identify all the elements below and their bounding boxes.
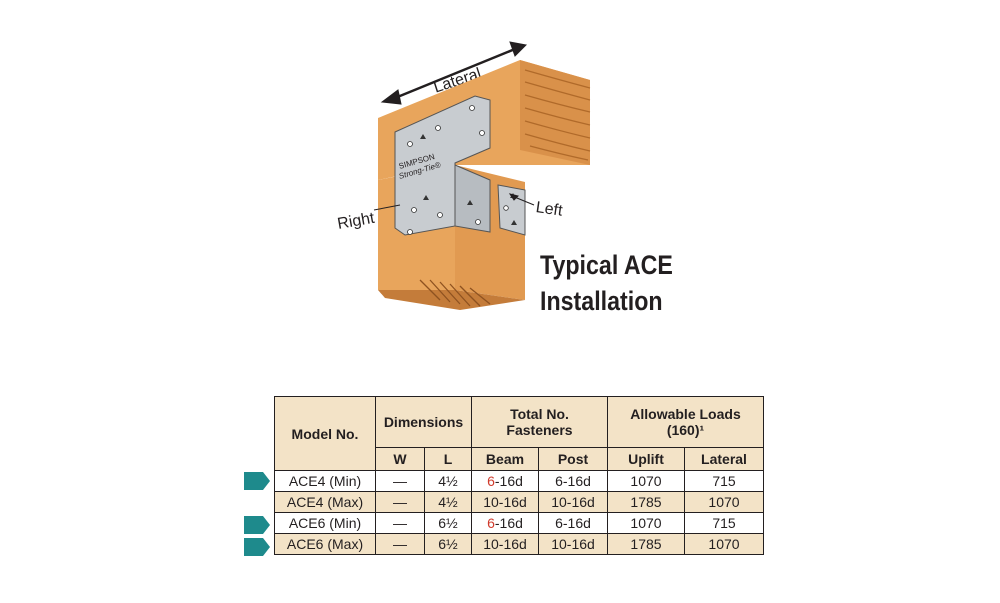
cell-w: — [375,533,425,555]
cell-lateral: 1070 [684,533,764,555]
header-fasteners: Total No. Fasteners [471,396,608,448]
cell-post: 10-16d [538,533,608,555]
header-dimensions: Dimensions [375,396,472,448]
cell-model: ACE4 (Max) [274,491,376,513]
cell-model: ACE6 (Min) [274,512,376,534]
cell-beam: 6-16d [471,470,539,492]
left-label: Left [535,199,564,220]
cell-lateral: 715 [684,512,764,534]
row-marker-icon [244,516,270,534]
ace-spec-table: Model No. Dimensions Total No. Fasteners… [274,396,764,555]
cell-w: — [375,491,425,513]
table-row: ACE6 (Min) — 6½ 6-16d 6-16d 1070 715 [274,512,764,534]
header-post: Post [538,447,608,471]
beam-nail: -16d [494,473,523,489]
right-leader [373,204,401,211]
cell-post: 10-16d [538,491,608,513]
table-row: ACE4 (Min) — 4½ 6-16d 6-16d 1070 715 [274,470,764,492]
cell-l: 6½ [424,512,472,534]
header-w: W [375,447,425,471]
beam-count-highlight: 6 [487,473,495,489]
ace-connector-plate: SIMPSON Strong-Tie® [394,95,491,236]
cell-uplift: 1785 [607,491,685,513]
beam-nail: -16d [494,515,523,531]
cell-beam: 10-16d [471,533,539,555]
header-beam: Beam [471,447,539,471]
cell-post: 6-16d [538,512,608,534]
header-model: Model No. [274,396,376,471]
cell-l: 4½ [424,470,472,492]
header-l: L [424,447,472,471]
left-leader [508,193,535,206]
cell-beam: 10-16d [471,491,539,513]
cell-lateral: 1070 [684,491,764,513]
header-allowable-loads: Allowable Loads (160)¹ [607,396,764,448]
cell-uplift: 1785 [607,533,685,555]
ace-left-plate [497,184,526,236]
beam-count-highlight: 6 [487,515,495,531]
cell-lateral: 715 [684,470,764,492]
cell-post: 6-16d [538,470,608,492]
cell-uplift: 1070 [607,470,685,492]
caption-line2: Installation [540,286,663,316]
cell-uplift: 1070 [607,512,685,534]
cell-model: ACE4 (Min) [274,470,376,492]
right-label: Right [336,210,376,233]
cell-w: — [375,512,425,534]
ace-installation-illustration: Lateral SIMPSON Str [336,41,591,310]
cell-model: ACE6 (Max) [274,533,376,555]
beam-nail: 10-16d [483,494,527,510]
cell-l: 4½ [424,491,472,513]
cell-w: — [375,470,425,492]
cell-beam: 6-16d [471,512,539,534]
header-uplift: Uplift [607,447,685,471]
cell-l: 6½ [424,533,472,555]
row-marker-icon [244,538,270,556]
caption-line1: Typical ACE [540,250,673,280]
table-row: ACE6 (Max) — 6½ 10-16d 10-16d 1785 1070 [274,533,764,555]
beam-nail: 10-16d [483,536,527,552]
row-marker-icon [244,472,270,490]
header-lateral: Lateral [684,447,764,471]
table-row: ACE4 (Max) — 4½ 10-16d 10-16d 1785 1070 [274,491,764,513]
lateral-arrow [380,41,528,105]
